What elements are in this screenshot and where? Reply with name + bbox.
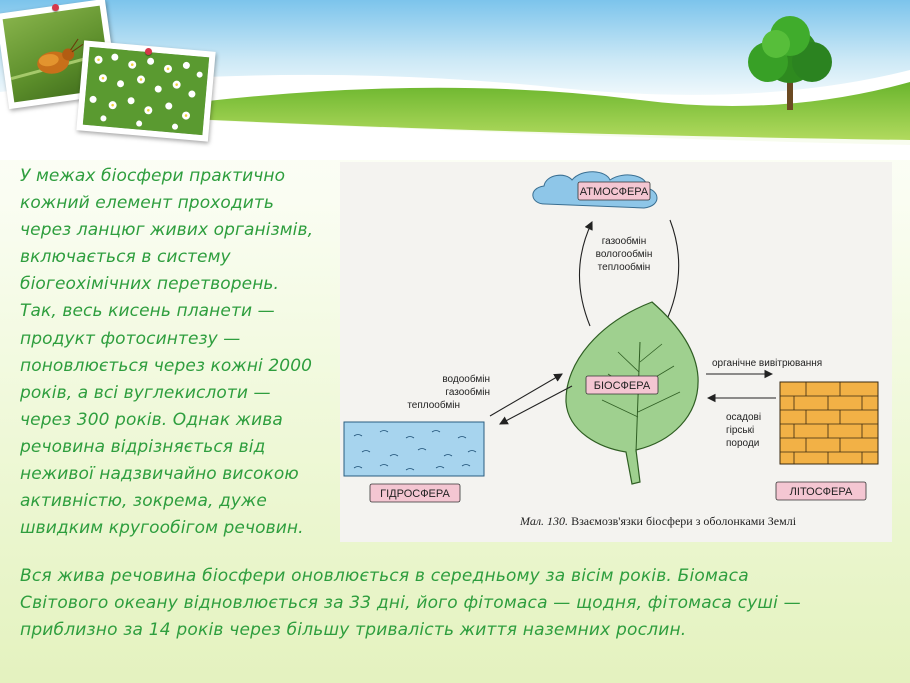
- atm-exchange-1: газообмін: [602, 235, 647, 247]
- arrow-down: [663, 219, 680, 327]
- water-icon: [343, 421, 485, 477]
- caption-text: Взаємозв'язки біосфери з оболонками Земл…: [571, 514, 797, 528]
- atm-exchange-3: теплообмін: [598, 261, 651, 273]
- biosphere-label: БІОСФЕРА: [594, 380, 651, 392]
- header-landscape: [0, 0, 910, 160]
- insect-photo: [0, 0, 119, 110]
- hydro-exchange-1: водообмін: [442, 373, 490, 385]
- hydro-exchange-2: газообмін: [445, 386, 490, 398]
- tree-trunk: [787, 70, 793, 110]
- lithosphere-label: ЛІТОСФЕРА: [790, 486, 853, 498]
- sediments-line-3: породи: [726, 438, 759, 449]
- caption-number: Мал. 130.: [520, 514, 569, 528]
- paragraph-bottom: Вся жива речовина біосфери оновлюється в…: [20, 566, 801, 640]
- figure-caption: Мал. 130. Взаємозв'язки біосфери з оболо…: [520, 514, 796, 529]
- organic-weathering-label: органічне вивітрювання: [712, 358, 822, 369]
- pin-icon: [145, 48, 152, 55]
- arrow-to-hydrosphere: [499, 385, 573, 425]
- hydro-exchange-3: теплообмін: [407, 399, 460, 411]
- atm-exchange-2: вологообмін: [596, 248, 653, 260]
- atmosphere-label: АТМОСФЕРА: [580, 186, 649, 198]
- arrow-to-biosphere: [489, 373, 563, 417]
- pin-icon: [52, 4, 59, 11]
- biosphere-diagram: АТМОСФЕРА газообмін вологообмін теплообм…: [340, 162, 892, 542]
- sediments-line-2: гірські: [726, 425, 754, 436]
- arrow-up: [578, 221, 593, 327]
- tree-icon: [748, 16, 832, 83]
- daisies-photo: [76, 40, 216, 142]
- bricks-icon: [779, 381, 879, 465]
- paragraph-left: У межах біосфери практично кожний елемен…: [20, 166, 314, 539]
- sediments-line-1: осадові: [726, 412, 761, 423]
- hydrosphere-label: ГІДРОСФЕРА: [380, 488, 450, 500]
